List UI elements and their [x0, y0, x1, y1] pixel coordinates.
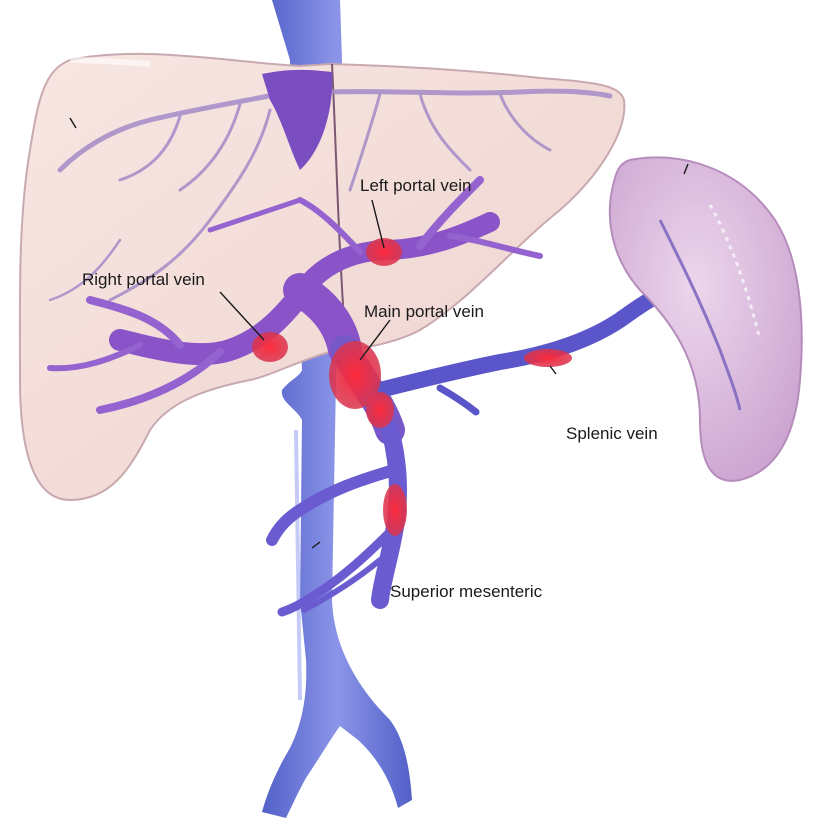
label-main-portal-vein: Main portal vein: [364, 302, 484, 322]
thrombus-superior-mesenteric: [383, 484, 407, 536]
label-left-portal-vein: Left portal vein: [360, 176, 472, 196]
thrombus-left-portal: [366, 238, 402, 266]
leader-splenic: [550, 366, 556, 374]
thrombus-confluence: [366, 392, 394, 428]
thrombus-right-portal: [252, 332, 288, 362]
label-superior-mesenteric: Superior mesenteric: [390, 582, 542, 602]
label-splenic-vein: Splenic vein: [566, 424, 658, 444]
thrombus-splenic: [524, 349, 572, 367]
label-right-portal-vein: Right portal vein: [82, 270, 205, 290]
